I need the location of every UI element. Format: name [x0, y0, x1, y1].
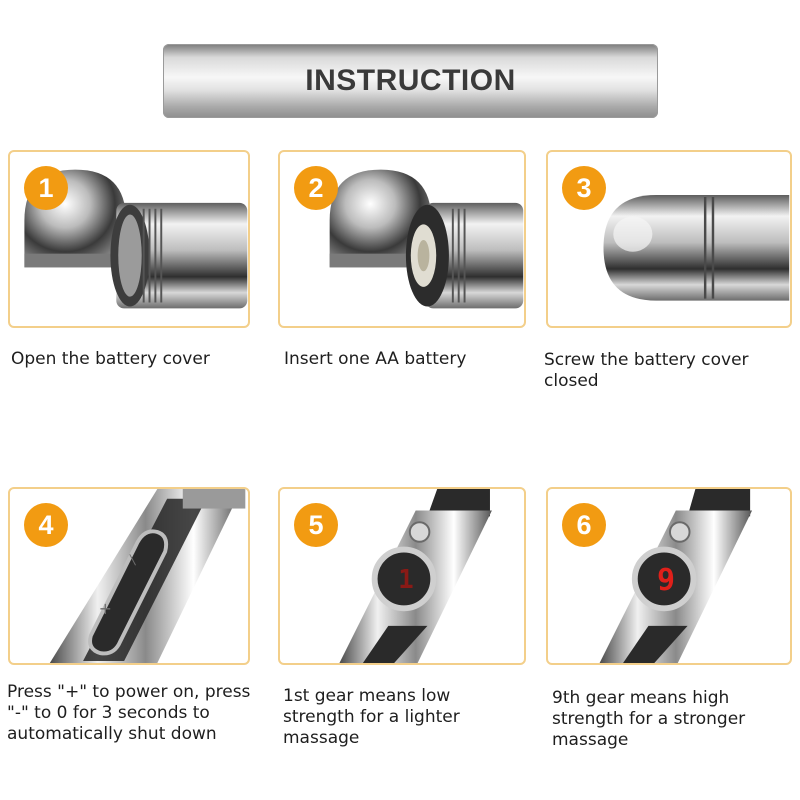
power-button-icon: — +: [49, 489, 246, 663]
step-badge-5: 5: [294, 503, 338, 547]
step-caption-6: 9th gear means high strength for a stron…: [552, 688, 746, 750]
svg-text:—: —: [123, 550, 144, 570]
step-caption-4: Press "+" to power on, press "-" to 0 fo…: [7, 682, 251, 744]
step-caption-1: Open the battery cover: [11, 349, 210, 369]
step-card-5: 5 1: [278, 487, 526, 665]
step-caption-2: Insert one AA battery: [284, 349, 467, 369]
step-card-4: 4 — +: [8, 487, 250, 665]
banner-title: INSTRUCTION: [305, 64, 516, 97]
gear-display-9-icon: [599, 489, 753, 663]
battery-cover-open-icon: [24, 169, 248, 309]
step-card-1: 1: [8, 150, 250, 328]
step-badge-3: 3: [562, 166, 606, 210]
step-card-2: 2: [278, 150, 526, 328]
battery-cover-closed-icon: [603, 195, 790, 301]
svg-text:+: +: [99, 599, 112, 618]
gear-display-high: 9: [656, 563, 676, 598]
step-badge-4: 4: [24, 503, 68, 547]
step-card-3: 3: [546, 150, 792, 328]
step-card-6: 6 9: [546, 487, 792, 665]
step-badge-2: 2: [294, 166, 338, 210]
step-caption-3: Screw the battery cover closed: [544, 350, 749, 391]
instruction-banner: INSTRUCTION: [163, 44, 658, 118]
gear-display-1-icon: [339, 489, 492, 663]
step-badge-6: 6: [562, 503, 606, 547]
gear-display-low: 1: [398, 565, 414, 595]
step-caption-5: 1st gear means low strength for a lighte…: [283, 686, 460, 748]
battery-insert-icon: [329, 169, 524, 309]
step-badge-1: 1: [24, 166, 68, 210]
